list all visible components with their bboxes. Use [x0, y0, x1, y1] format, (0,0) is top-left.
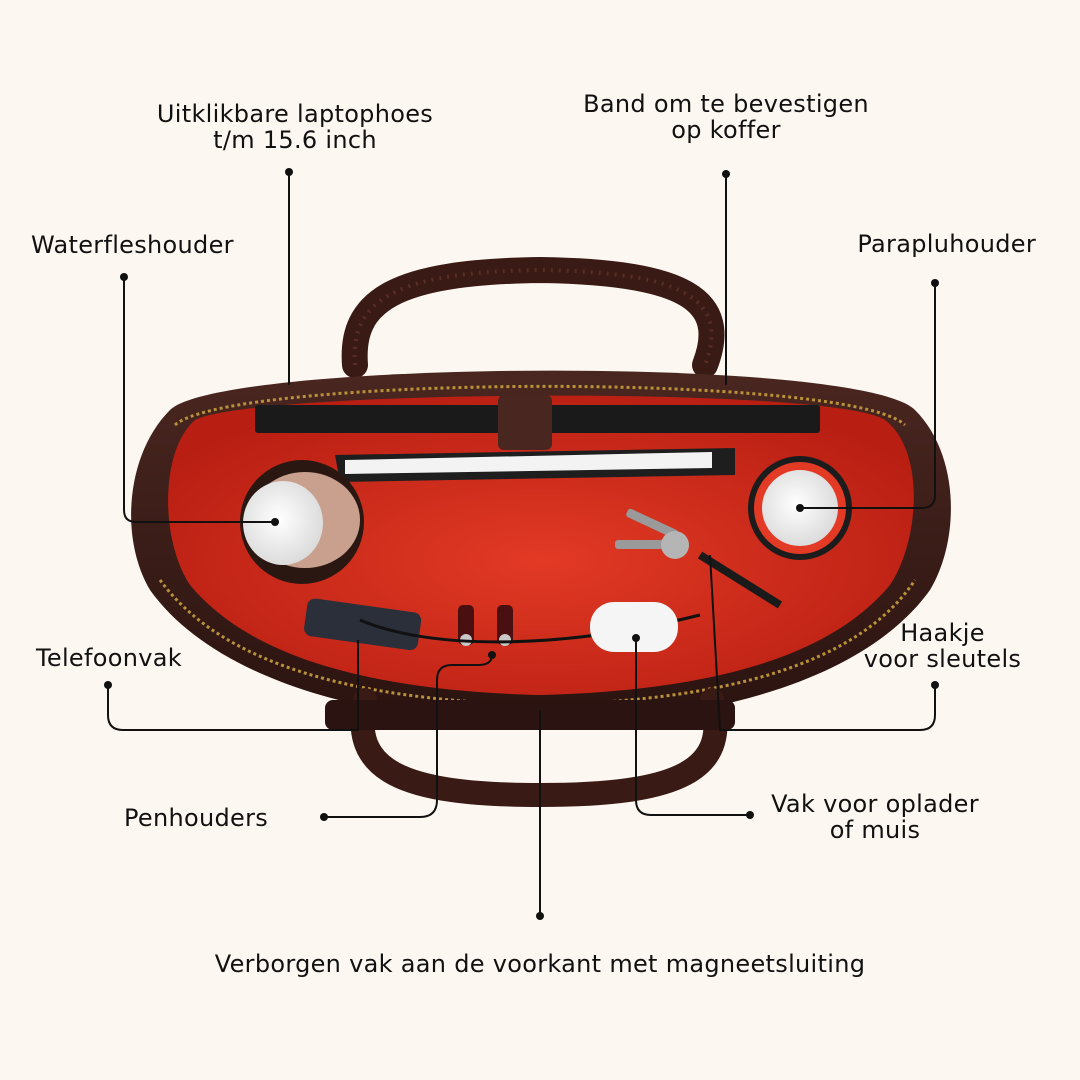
charger-pocket-label-line1: Vak voor oplader [771, 790, 979, 818]
bottle-holder-label: Waterfleshouder [31, 232, 234, 258]
key-hook-label-line2: voor sleutels [863, 645, 1022, 673]
phone [304, 598, 422, 651]
suitcase-strap-label-line2: op koffer [671, 116, 781, 144]
laptop-sleeve-label-line2: t/m 15.6 inch [213, 126, 377, 154]
umbrella-holder-label-text: Parapluhouder [857, 230, 1036, 258]
phone-pocket-label: Telefoonvak [36, 645, 182, 671]
phone-pocket-label-text: Telefoonvak [36, 644, 182, 672]
top-handle [341, 256, 725, 378]
umbrella-holder-label: Parapluhouder [800, 231, 1036, 257]
laptop-sleeve-label-line1: Uitklikbare laptophoes [156, 100, 434, 128]
annotation-lines [107, 172, 936, 916]
key-hook-label: Haakje voor sleutels [855, 620, 1030, 672]
hidden-pocket-label: Verborgen vak aan de voorkant met magnee… [170, 951, 910, 977]
key-hook-label-line1: Haakje [900, 619, 985, 647]
charger [590, 602, 678, 652]
pens [458, 605, 513, 646]
laptop-sleeve-label: Uitklikbare laptophoes t/m 15.6 inch [150, 101, 440, 153]
pen-holders-label-text: Penhouders [124, 804, 269, 832]
bottle-holder-label-text: Waterfleshouder [31, 231, 234, 259]
suitcase-strap-label: Band om te bevestigen op koffer [576, 91, 876, 143]
pen-holders-label: Penhouders [124, 805, 268, 831]
hidden-pocket-label-text: Verborgen vak aan de voorkant met magnee… [214, 950, 866, 978]
charger-pocket-label-line2: of muis [829, 816, 921, 844]
zipper [173, 384, 907, 427]
annotation-dots [104, 168, 939, 920]
keys [615, 508, 689, 559]
suitcase-strap-label-line1: Band om te bevestigen [583, 90, 869, 118]
charger-pocket-label: Vak voor oplader of muis [760, 791, 990, 843]
